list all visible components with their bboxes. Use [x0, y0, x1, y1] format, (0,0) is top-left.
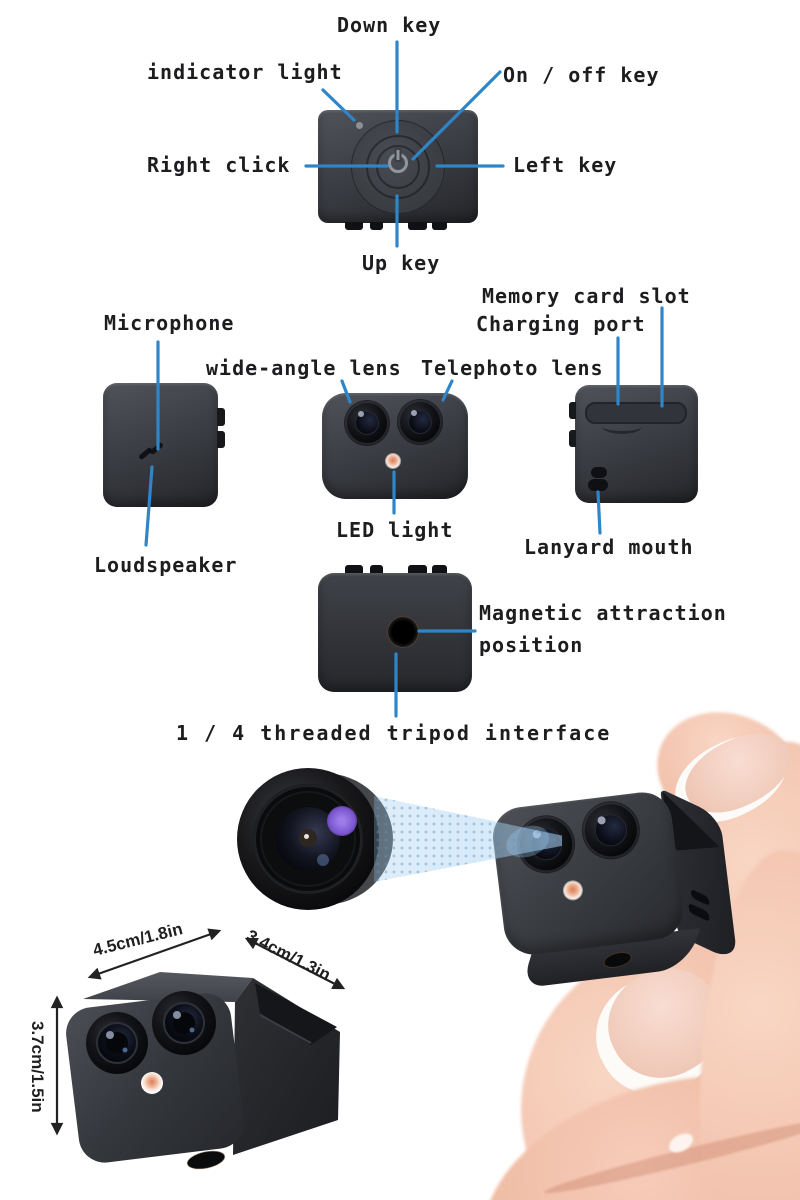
side-button: [217, 408, 225, 426]
wedge-edge-line: [259, 1014, 312, 1044]
telephoto-lens: [398, 400, 442, 444]
tripod-thread-hole: [387, 616, 419, 648]
telephoto-lens: [579, 799, 643, 862]
top-view-foot: [432, 222, 447, 230]
side-button: [569, 402, 576, 419]
label-down-key: Down key: [337, 13, 442, 37]
label-tripod-interface: 1 / 4 threaded tripod interface: [176, 721, 612, 745]
bottom-view-foot: [432, 565, 447, 574]
label-left-key: Left key: [513, 153, 618, 177]
side-button: [217, 431, 225, 448]
side-slit: [688, 902, 710, 923]
lens-closeup: [237, 768, 393, 910]
top-view-foot: [345, 222, 363, 230]
side-lanyard-wedge: [255, 983, 337, 1045]
wide-angle-lens: [345, 401, 389, 445]
camera-left-side-view: [103, 383, 218, 507]
side-slit: [690, 888, 710, 907]
indicator-light-dot: [356, 122, 363, 129]
camera-top-view: [318, 110, 478, 223]
label-height-dimension: 3.7cm/1.5in: [28, 1021, 47, 1113]
camera-right-side-view: [575, 385, 698, 503]
label-charging-port: Charging port: [476, 312, 646, 336]
label-memory-card-slot: Memory card slot: [482, 284, 691, 308]
label-up-key: Up key: [362, 251, 441, 275]
loudspeaker-slit: [149, 441, 164, 456]
label-microphone: Microphone: [104, 311, 235, 335]
label-loudspeaker: Loudspeaker: [94, 553, 238, 577]
label-right-click: Right click: [147, 153, 291, 177]
led-light-dot: [141, 1072, 163, 1094]
tripod-hole: [186, 1150, 226, 1170]
label-on-off-key: On / off key: [503, 63, 660, 87]
led-light-dot: [562, 880, 583, 901]
label-wide-angle-lens: wide-angle lens: [206, 356, 402, 380]
camera-bottom-view: [318, 573, 472, 692]
power-icon: [388, 153, 408, 173]
label-indicator-light: indicator light: [147, 60, 343, 84]
telephoto-lens: [152, 991, 216, 1055]
purple-flare: [327, 806, 357, 836]
slot-door-arc: [602, 419, 642, 434]
lanyard-hole: [588, 479, 608, 491]
label-led-light: LED light: [336, 518, 454, 542]
handheld-camera: [480, 772, 753, 1006]
label-telephoto-lens: Telephoto lens: [421, 356, 604, 380]
handheld-camera-front: [489, 789, 687, 958]
label-magnetic-position: position: [479, 633, 584, 657]
dimension-camera-3d: [66, 972, 340, 1170]
bottom-view-foot: [370, 565, 383, 574]
control-pad: [351, 120, 445, 214]
led-light-dot: [386, 454, 400, 468]
camera-front-view: [322, 393, 468, 499]
wide-angle-lens: [86, 1012, 148, 1074]
top-view-foot: [370, 222, 383, 230]
label-lanyard-mouth: Lanyard mouth: [524, 535, 694, 559]
bottom-view-foot: [408, 565, 427, 574]
side-button: [569, 430, 576, 447]
blue-glint: [317, 854, 329, 866]
tripod-hole: [601, 950, 634, 970]
bottom-view-foot: [345, 565, 363, 574]
lanyard-hole: [591, 467, 607, 478]
label-magnetic-attraction: Magnetic attraction: [479, 601, 727, 625]
lens-pupil: [299, 829, 317, 847]
top-view-foot: [408, 222, 427, 230]
